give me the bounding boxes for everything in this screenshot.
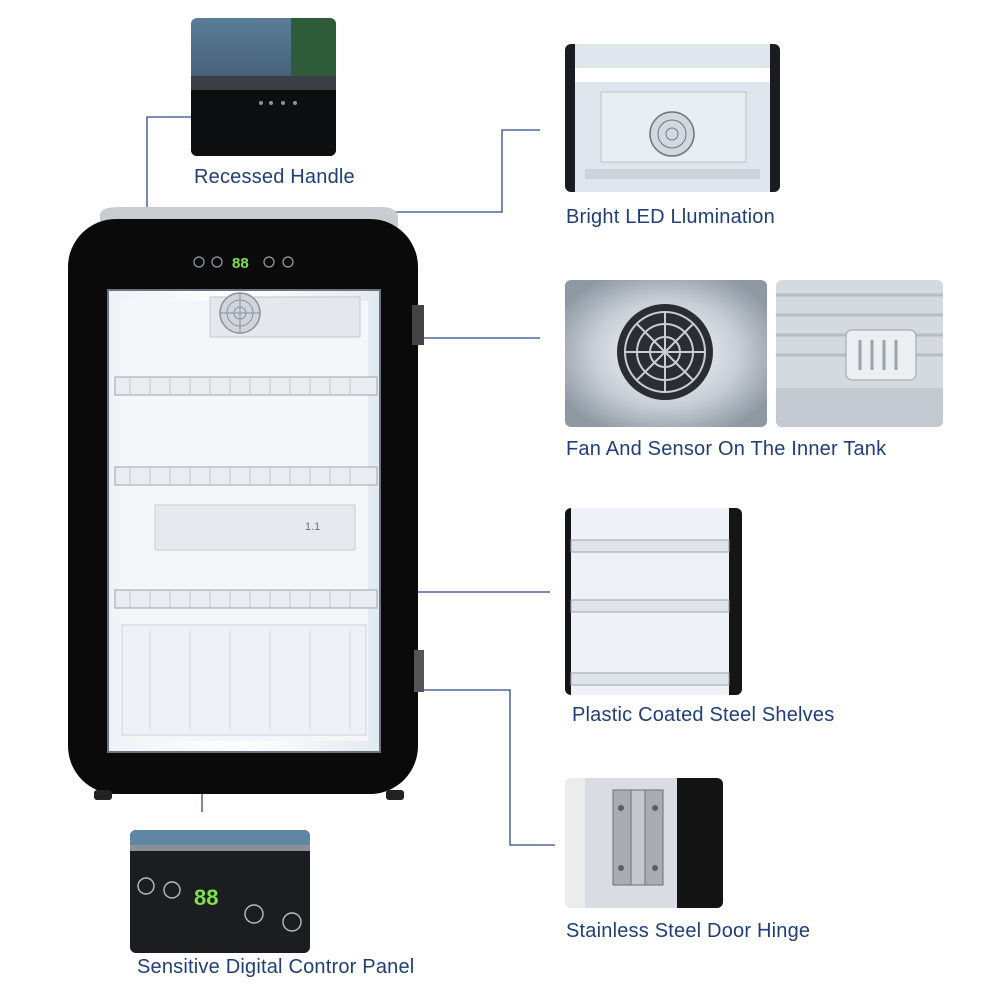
down-button-icon xyxy=(163,881,181,899)
fridge-foot-left xyxy=(94,790,112,800)
up-button-icon xyxy=(193,256,205,268)
down-button-icon xyxy=(211,256,223,268)
sensor-icon xyxy=(845,329,917,381)
fridge-illustration: 1.1 88 xyxy=(68,207,424,800)
fan-icon xyxy=(649,111,695,157)
light-button-icon xyxy=(282,912,302,932)
leader-hinge xyxy=(423,689,555,846)
shelf-3 xyxy=(114,589,378,609)
panel-temperature-display: 88 xyxy=(194,885,218,910)
thumb-sensor xyxy=(776,280,943,427)
label-control-panel: Sensitive Digital Contror Panel xyxy=(137,956,415,978)
label-recessed-handle: Recessed Handle xyxy=(194,166,355,188)
unit-button-icon xyxy=(244,904,264,924)
door-hinge xyxy=(412,305,424,345)
inner-marking: 1.1 xyxy=(305,521,320,533)
thumb-fan xyxy=(565,280,767,427)
shelf-1 xyxy=(114,376,378,396)
shelf-2 xyxy=(570,599,730,613)
label-led-illumination: Bright LED Llumination xyxy=(566,206,775,228)
thumb-recessed-handle xyxy=(191,18,336,156)
thumb-control-panel: 88 xyxy=(130,830,310,953)
label-fan-sensor: Fan And Sensor On The Inner Tank xyxy=(566,438,887,460)
unit-button-icon xyxy=(263,256,275,268)
temperature-display: 88 xyxy=(232,255,249,272)
leader-recessed-handle xyxy=(146,116,191,218)
shelf-1 xyxy=(570,539,730,553)
thumb-shelves xyxy=(565,508,742,695)
thumb-led-illumination xyxy=(565,44,780,192)
up-button-icon xyxy=(137,877,155,895)
label-shelves: Plastic Coated Steel Shelves xyxy=(572,704,835,726)
shelf-2 xyxy=(114,466,378,486)
light-button-icon xyxy=(282,256,294,268)
label-door-hinge: Stainless Steel Door Hinge xyxy=(566,920,811,942)
thumb-door-hinge xyxy=(565,778,723,908)
shelf-3 xyxy=(570,672,730,686)
fridge-foot-right xyxy=(386,790,404,800)
